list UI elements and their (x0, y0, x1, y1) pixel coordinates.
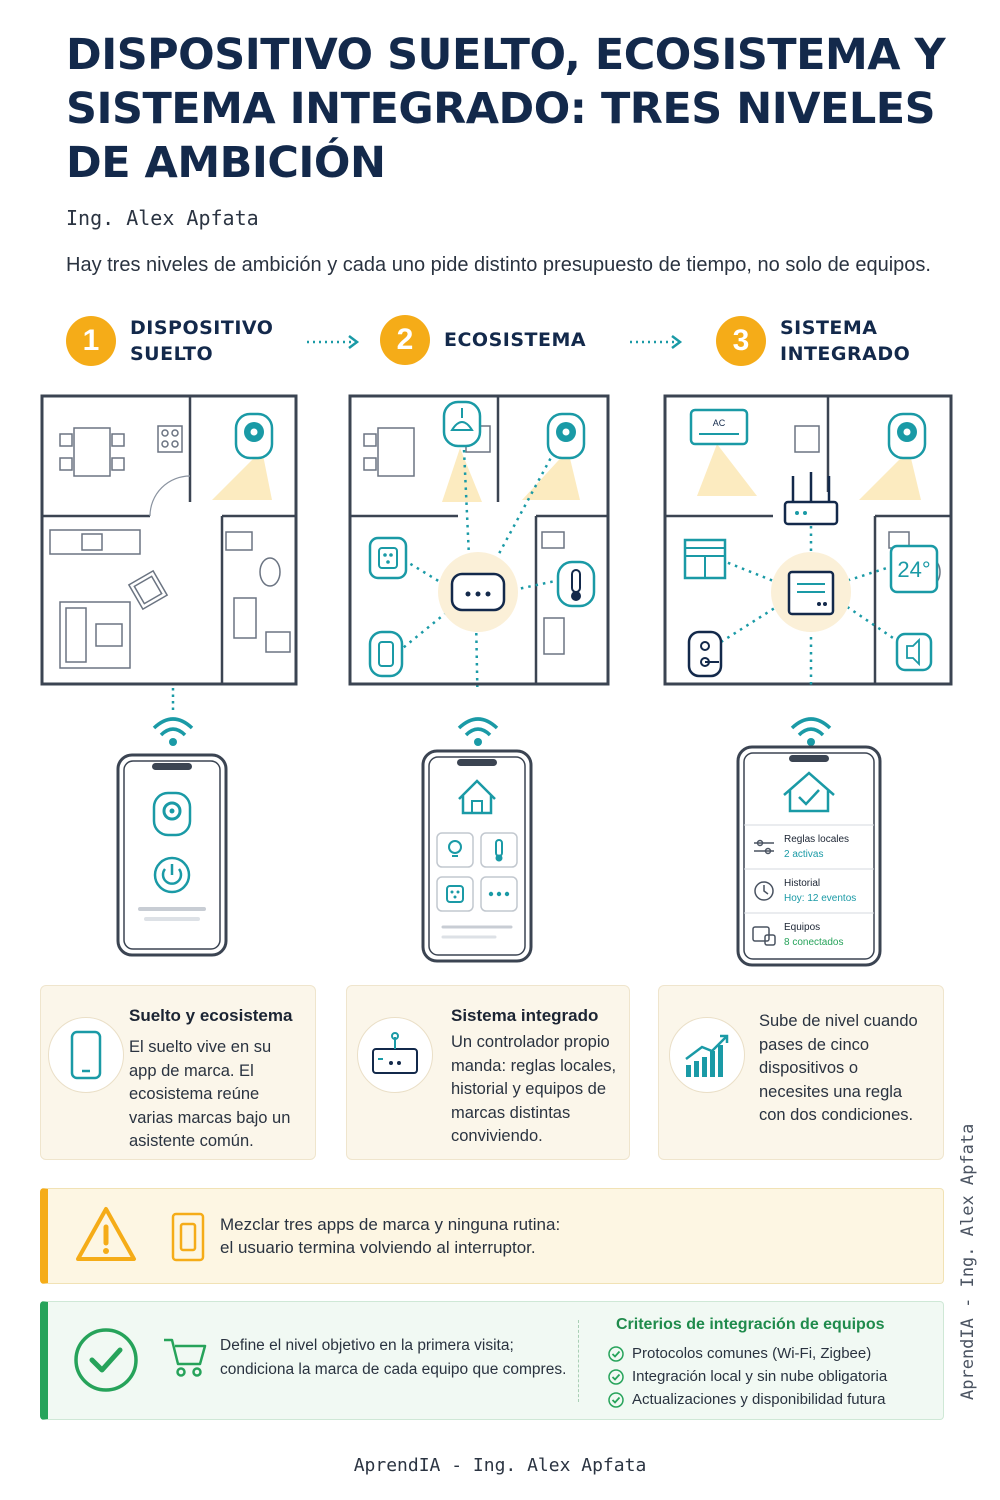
tile-temperature[interactable] (480, 832, 518, 868)
step-1: 1 DISPOSITIVO SUELTO (66, 315, 273, 367)
rules-icon (754, 839, 774, 855)
tile-light[interactable] (436, 832, 474, 868)
bathroom-fixtures-icon (225, 531, 291, 653)
list-item: Actualizaciones y disponibilidad futura (608, 1388, 887, 1411)
thermometer-icon (495, 839, 503, 862)
card-title: Sistema integrado (451, 1006, 599, 1025)
controller-icon (372, 1032, 418, 1074)
wifi-icon (790, 717, 832, 746)
router-icon (783, 472, 839, 526)
step-2-label: ECOSISTEMA (444, 329, 587, 351)
camera-icon (152, 791, 192, 837)
growth-chart-icon (685, 1034, 729, 1077)
history-icon (754, 881, 774, 901)
devices-status: 8 conectados (784, 937, 844, 948)
floor-plan-standalone (40, 394, 298, 686)
wifi-icon (152, 688, 194, 746)
check-circle-icon (74, 1328, 138, 1392)
recommendation-banner: Define el nivel objetivo en la primera v… (40, 1301, 944, 1420)
intro-text: Hay tres niveles de ambición y cada uno … (66, 254, 931, 276)
smart-plug-icon (368, 536, 408, 580)
arrow-right-icon (630, 335, 683, 349)
armchair-icon (127, 569, 169, 611)
card-icon-circle (48, 1017, 124, 1093)
step-2-number: 2 (380, 315, 430, 365)
devices-icon (752, 926, 776, 946)
criteria-title: Criterios de integración de equipos (616, 1316, 885, 1333)
ceiling-lamp-icon (442, 400, 482, 448)
dining-table-icon (59, 427, 125, 477)
home-check-icon (783, 771, 835, 813)
card-icon-circle (357, 1017, 433, 1093)
shopping-cart-icon (164, 1338, 207, 1377)
home-icon (458, 779, 496, 815)
vertical-credit: AprendIA - Ing. Alex Apfata (958, 1123, 978, 1400)
window-blinds-icon (683, 538, 727, 580)
step-1-number: 1 (66, 316, 116, 366)
divider (578, 1320, 579, 1402)
check-icon (608, 1368, 624, 1385)
author-name: Ing. Alex Apfata (66, 206, 259, 230)
door-sensor-icon (368, 630, 404, 678)
warning-text: Mezclar tres apps de marca y ninguna rut… (220, 1215, 561, 1257)
footer-credit: AprendIA - Ing. Alex Apfata (353, 1455, 647, 1476)
step-3-number: 3 (716, 316, 766, 366)
floor-plan-ecosystem (348, 394, 610, 687)
air-conditioner-icon: AC (689, 408, 749, 446)
card-text: El suelto vive en su app de marca. El ec… (129, 1038, 291, 1150)
check-icon (608, 1391, 624, 1408)
wifi-icon (457, 717, 499, 746)
kitchen-counter-icon (49, 529, 141, 555)
history-status: Hoy: 12 eventos (784, 893, 857, 904)
step-1-label: DISPOSITIVO SUELTO (130, 317, 274, 365)
camera-icon (546, 412, 586, 460)
recommendation-text: Define el nivel objetivo en la primera v… (220, 1337, 567, 1378)
phone-integrated: Reglas locales 2 activas Historial Hoy: … (736, 745, 882, 967)
devices-title: Equipos (784, 922, 821, 933)
tile-plug[interactable] (436, 876, 474, 912)
card-level-up: Sube de nivel cuando pases de cinco disp… (658, 985, 944, 1160)
hub-icon (450, 572, 506, 612)
warning-banner: Mezclar tres apps de marca y ninguna rut… (40, 1188, 944, 1284)
step-2: 2 ECOSISTEMA (380, 315, 586, 365)
lightbulb-icon (448, 840, 462, 857)
card-integrated-system: Sistema integrado Un controlador propio … (346, 985, 630, 1160)
sofa-icon (59, 601, 131, 669)
card-title: Suelto y ecosistema (129, 1006, 293, 1025)
list-item: Protocolos comunes (Wi-Fi, Zigbee) (608, 1342, 887, 1365)
thermometer-icon (556, 560, 596, 608)
more-icon (488, 891, 510, 897)
phone-ecosystem (421, 749, 533, 963)
phone-standalone (116, 753, 228, 957)
light-switch-icon (171, 1212, 205, 1262)
stove-icon (157, 425, 183, 453)
svg-text:AC: AC (713, 418, 726, 428)
list-item: Integración local y sin nube obligatoria (608, 1365, 887, 1388)
thermostat-display-icon: 24° (889, 544, 939, 594)
arrow-right-icon (307, 335, 360, 349)
warning-icon (76, 1207, 136, 1261)
smartphone-icon (70, 1030, 102, 1080)
speaker-icon (895, 632, 933, 672)
rules-status: 2 activas (784, 849, 824, 860)
check-icon (608, 1345, 624, 1362)
camera-icon (234, 412, 274, 460)
svg-text:24°: 24° (897, 557, 930, 582)
controller-icon (787, 570, 835, 616)
smart-plug-icon (446, 885, 464, 903)
criteria-list: Protocolos comunes (Wi-Fi, Zigbee) Integ… (608, 1342, 887, 1411)
rules-title: Reglas locales (784, 834, 850, 845)
step-3-label: SISTEMA INTEGRADO (780, 317, 911, 365)
card-icon-circle (669, 1017, 745, 1093)
floor-plan-integrated: AC 24° (663, 394, 953, 687)
history-title: Historial (784, 878, 821, 889)
door-lock-icon (687, 630, 723, 678)
step-3: 3 SISTEMA INTEGRADO (716, 315, 910, 367)
power-button-icon[interactable] (153, 856, 191, 894)
page-title: DISPOSITIVO SUELTO, ECOSISTEMA Y SISTEMA… (66, 30, 946, 188)
card-text: Un controlador propio manda: reglas loca… (451, 1033, 617, 1145)
card-text: Sube de nivel cuando pases de cinco disp… (759, 1012, 918, 1124)
card-standalone-ecosystem: Suelto y ecosistema El suelto vive en su… (40, 985, 316, 1160)
camera-icon (887, 412, 927, 460)
